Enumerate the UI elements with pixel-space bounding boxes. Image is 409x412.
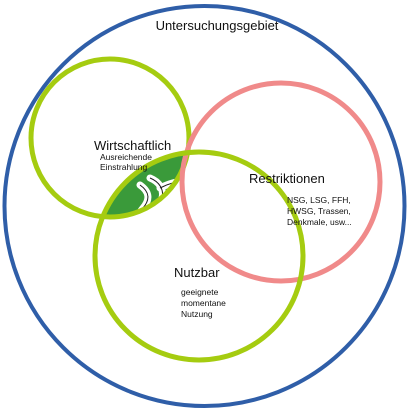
- detail-nutzbar-1: geeignete: [181, 287, 219, 297]
- detail-nutzbar-3: Nutzung: [181, 309, 213, 319]
- circle-restriktionen: [179, 80, 383, 284]
- detail-restriktionen-2: HWSG, Trassen,: [287, 206, 351, 216]
- circle-nutzbar: [92, 149, 306, 363]
- detail-wirtschaftlich-1: Ausreichende: [100, 152, 152, 162]
- detail-nutzbar-2: momentane: [181, 298, 226, 308]
- circle-wirtschaftlich: [28, 56, 192, 220]
- outer-circle-untersuchungsgebiet: [2, 4, 407, 408]
- detail-wirtschaftlich-2: Einstrahlung: [100, 162, 148, 172]
- detail-restriktionen-3: Denkmale, usw...: [287, 217, 352, 227]
- label-nutzbar: Nutzbar: [174, 265, 220, 280]
- label-wirtschaftlich: Wirtschaftlich: [94, 138, 171, 153]
- label-restriktionen: Restriktionen: [249, 171, 325, 186]
- detail-restriktionen-1: NSG, LSG, FFH,: [287, 195, 351, 205]
- diagram-title: Untersuchungsgebiet: [156, 18, 279, 33]
